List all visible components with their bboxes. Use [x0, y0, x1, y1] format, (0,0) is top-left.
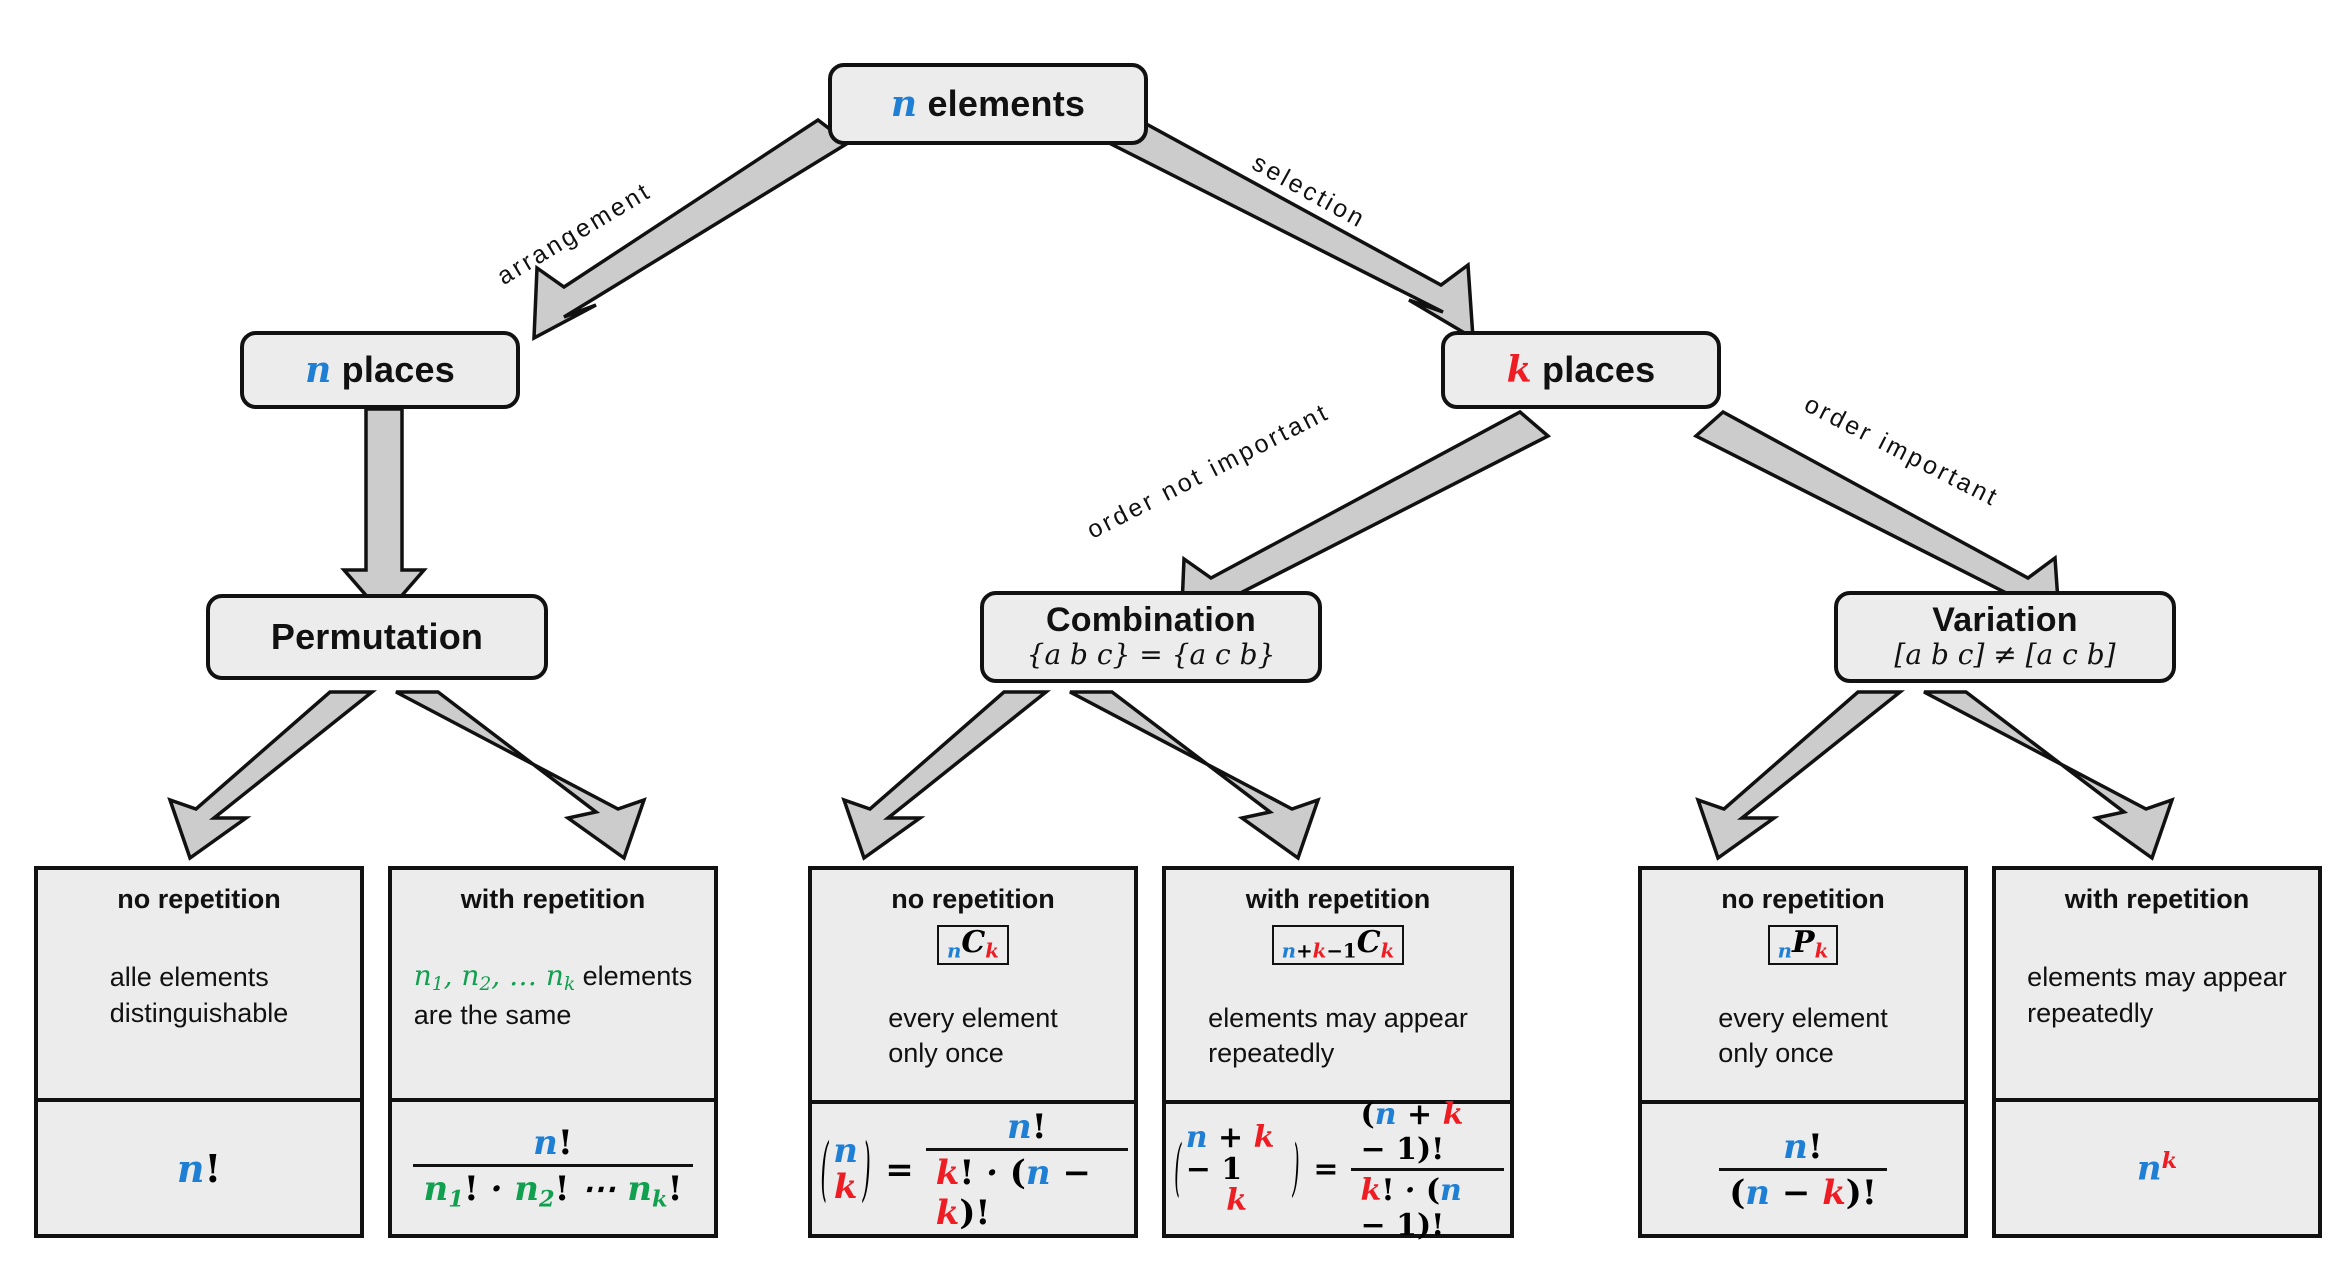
leaf-top-cell: with repetition n1, n2, … nk elements ar…: [392, 870, 714, 1098]
leaf-combination-no-repetition[interactable]: no repetition nCk every element only onc…: [808, 866, 1138, 1238]
arrow-combination-right: [1069, 690, 1321, 861]
leaf-description: every element only once: [888, 1003, 1058, 1069]
node-permutation-title: Permutation: [270, 616, 484, 658]
formula-n-factorial: n!: [176, 1145, 222, 1191]
leaf-description: elements may appear repeatedly: [1208, 1003, 1468, 1069]
leaf-combination-with-repetition[interactable]: with repetition n+k−1Ck elements may app…: [1162, 866, 1514, 1243]
leaf-description: alle elements distinguishable: [109, 962, 289, 1028]
leaf-variation-with-repetition[interactable]: with repetition elements may appear repe…: [1992, 866, 2322, 1238]
arrow-permutation-left: [167, 690, 378, 861]
node-n-places[interactable]: n places: [240, 331, 520, 409]
leaf-header: with repetition: [460, 884, 646, 914]
node-combination-note: {a b c} = {a c b}: [1026, 638, 1276, 672]
leaf-header: no repetition: [891, 884, 1055, 914]
formula-k-permutations: n! (n − k)!: [1719, 1127, 1887, 1213]
leaf-formula-cell: n! n1! · n2! ⋯ nk!: [392, 1098, 714, 1234]
node-combination[interactable]: Combination {a b c} = {a c b}: [980, 591, 1322, 683]
leaf-formula-cell: nk: [1996, 1098, 2318, 1234]
symbol-n: n: [305, 348, 332, 391]
symbols-n-subscripts: n1, n2, … nk: [413, 959, 576, 996]
leaf-header: no repetition: [1721, 884, 1885, 914]
node-k-places-label: k places: [1506, 348, 1656, 391]
leaf-header: no repetition: [117, 884, 281, 914]
leaf-permutation-with-repetition[interactable]: with repetition n1, n2, … nk elements ar…: [388, 866, 718, 1238]
leaf-header: with repetition: [2064, 884, 2250, 914]
notation-badge-nPk: nPk: [1767, 925, 1839, 966]
arrow-combination-left: [841, 690, 1052, 861]
node-variation-title: Variation: [1932, 600, 2078, 639]
leaf-permutation-no-repetition[interactable]: no repetition alle elements distinguisha…: [34, 866, 364, 1238]
notation-badge-n-plus-k-minus-1-C-k: n+k−1Ck: [1271, 925, 1405, 966]
node-n-elements[interactable]: n elements: [828, 63, 1148, 145]
leaf-description: every element only once: [1718, 1003, 1888, 1069]
leaf-formula-cell: n! (n − k)!: [1642, 1099, 1964, 1236]
leaf-top-cell: with repetition n+k−1Ck elements may app…: [1166, 870, 1510, 1100]
arrow-n-places-permutation: [340, 407, 428, 619]
formula-multiset-permutation: n! n1! · n2! ⋯ nk!: [413, 1123, 693, 1213]
leaf-description: n1, n2, … nk elements are the same: [413, 959, 693, 1030]
node-permutation[interactable]: Permutation: [206, 594, 548, 680]
arrow-variation-left: [1695, 690, 1906, 861]
node-n-places-label: n places: [305, 348, 455, 391]
node-variation[interactable]: Variation [a b c] ≠ [a c b]: [1834, 591, 2176, 683]
notation-badge-nCk: nCk: [937, 925, 1009, 966]
leaf-description: elements may appear repeatedly: [2027, 962, 2287, 1028]
leaf-top-cell: no repetition nPk every element only onc…: [1642, 870, 1964, 1100]
symbol-n: n: [890, 82, 918, 125]
formula-n-power-k: nk: [2136, 1147, 2178, 1189]
node-variation-note: [a b c] ≠ [a c b]: [1894, 638, 2116, 672]
leaf-top-cell: with repetition elements may appear repe…: [1996, 870, 2318, 1098]
leaf-formula-cell: n!: [38, 1098, 360, 1234]
leaf-top-cell: no repetition nCk every element only onc…: [812, 870, 1134, 1100]
arrow-permutation-right: [395, 690, 647, 861]
arrow-arrangement: [532, 117, 852, 341]
leaf-header: with repetition: [1245, 884, 1431, 914]
node-combination-title: Combination: [1046, 600, 1256, 639]
arrow-selection: [1105, 117, 1475, 342]
node-n-elements-label: n elements: [890, 82, 1086, 125]
leaf-variation-no-repetition[interactable]: no repetition nPk every element only onc…: [1638, 866, 1968, 1238]
node-k-places[interactable]: k places: [1441, 331, 1721, 409]
leaf-top-cell: no repetition alle elements distinguisha…: [38, 870, 360, 1098]
arrow-variation-right: [1923, 690, 2175, 861]
symbol-k: k: [1506, 348, 1532, 391]
